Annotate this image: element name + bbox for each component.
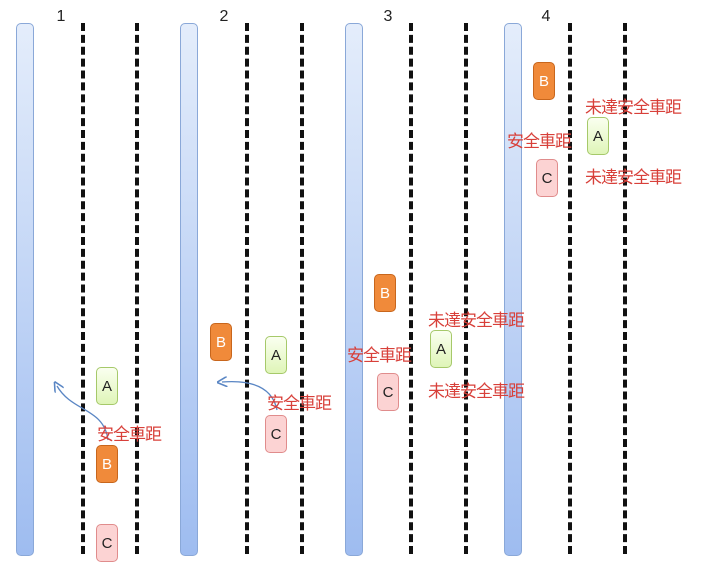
- step-4-number: 4: [541, 8, 551, 25]
- lane-line: [245, 23, 249, 554]
- road-divider-3: [345, 23, 363, 556]
- step-2-car-a: A: [265, 336, 287, 374]
- lane-line: [300, 23, 304, 554]
- step-2-note-safe: 安全車距: [267, 394, 332, 414]
- step-2-number: 2: [219, 8, 229, 25]
- step-2-car-b: B: [210, 323, 232, 361]
- step-4-car-b: B: [533, 62, 555, 100]
- lane-line: [568, 23, 572, 554]
- step-3-note-unsafe-bottom: 未達安全車距: [428, 382, 525, 402]
- road-divider-4: [504, 23, 522, 556]
- road-divider-2: [180, 23, 198, 556]
- lane-line: [135, 23, 139, 554]
- lane-line: [623, 23, 627, 554]
- step-3-car-c: C: [377, 373, 399, 411]
- lane-change-arrow-2: [222, 382, 278, 411]
- step-1-car-b: B: [96, 445, 118, 483]
- step-1-car-a: A: [96, 367, 118, 405]
- lane-line: [464, 23, 468, 554]
- lane-line: [409, 23, 413, 554]
- step-4-car-a: A: [587, 117, 609, 155]
- step-3-note-unsafe-top: 未達安全車距: [428, 311, 525, 331]
- step-4-car-c: C: [536, 159, 558, 197]
- lane-change-arrow-1: [57, 386, 109, 441]
- step-1-number: 1: [56, 8, 66, 25]
- step-1-note-safe: 安全車距: [97, 425, 162, 445]
- step-1-car-c: C: [96, 524, 118, 562]
- step-3-number: 3: [383, 8, 393, 25]
- road-divider-1: [16, 23, 34, 556]
- step-4-note-unsafe-bottom: 未達安全車距: [585, 168, 682, 188]
- step-3-note-safe: 安全車距: [347, 346, 412, 366]
- step-3-car-b: B: [374, 274, 396, 312]
- step-3-car-a: A: [430, 330, 452, 368]
- step-4-note-unsafe-top: 未達安全車距: [585, 98, 682, 118]
- step-2-car-c: C: [265, 415, 287, 453]
- lane-line: [81, 23, 85, 554]
- step-4-note-safe: 安全車距: [507, 132, 572, 152]
